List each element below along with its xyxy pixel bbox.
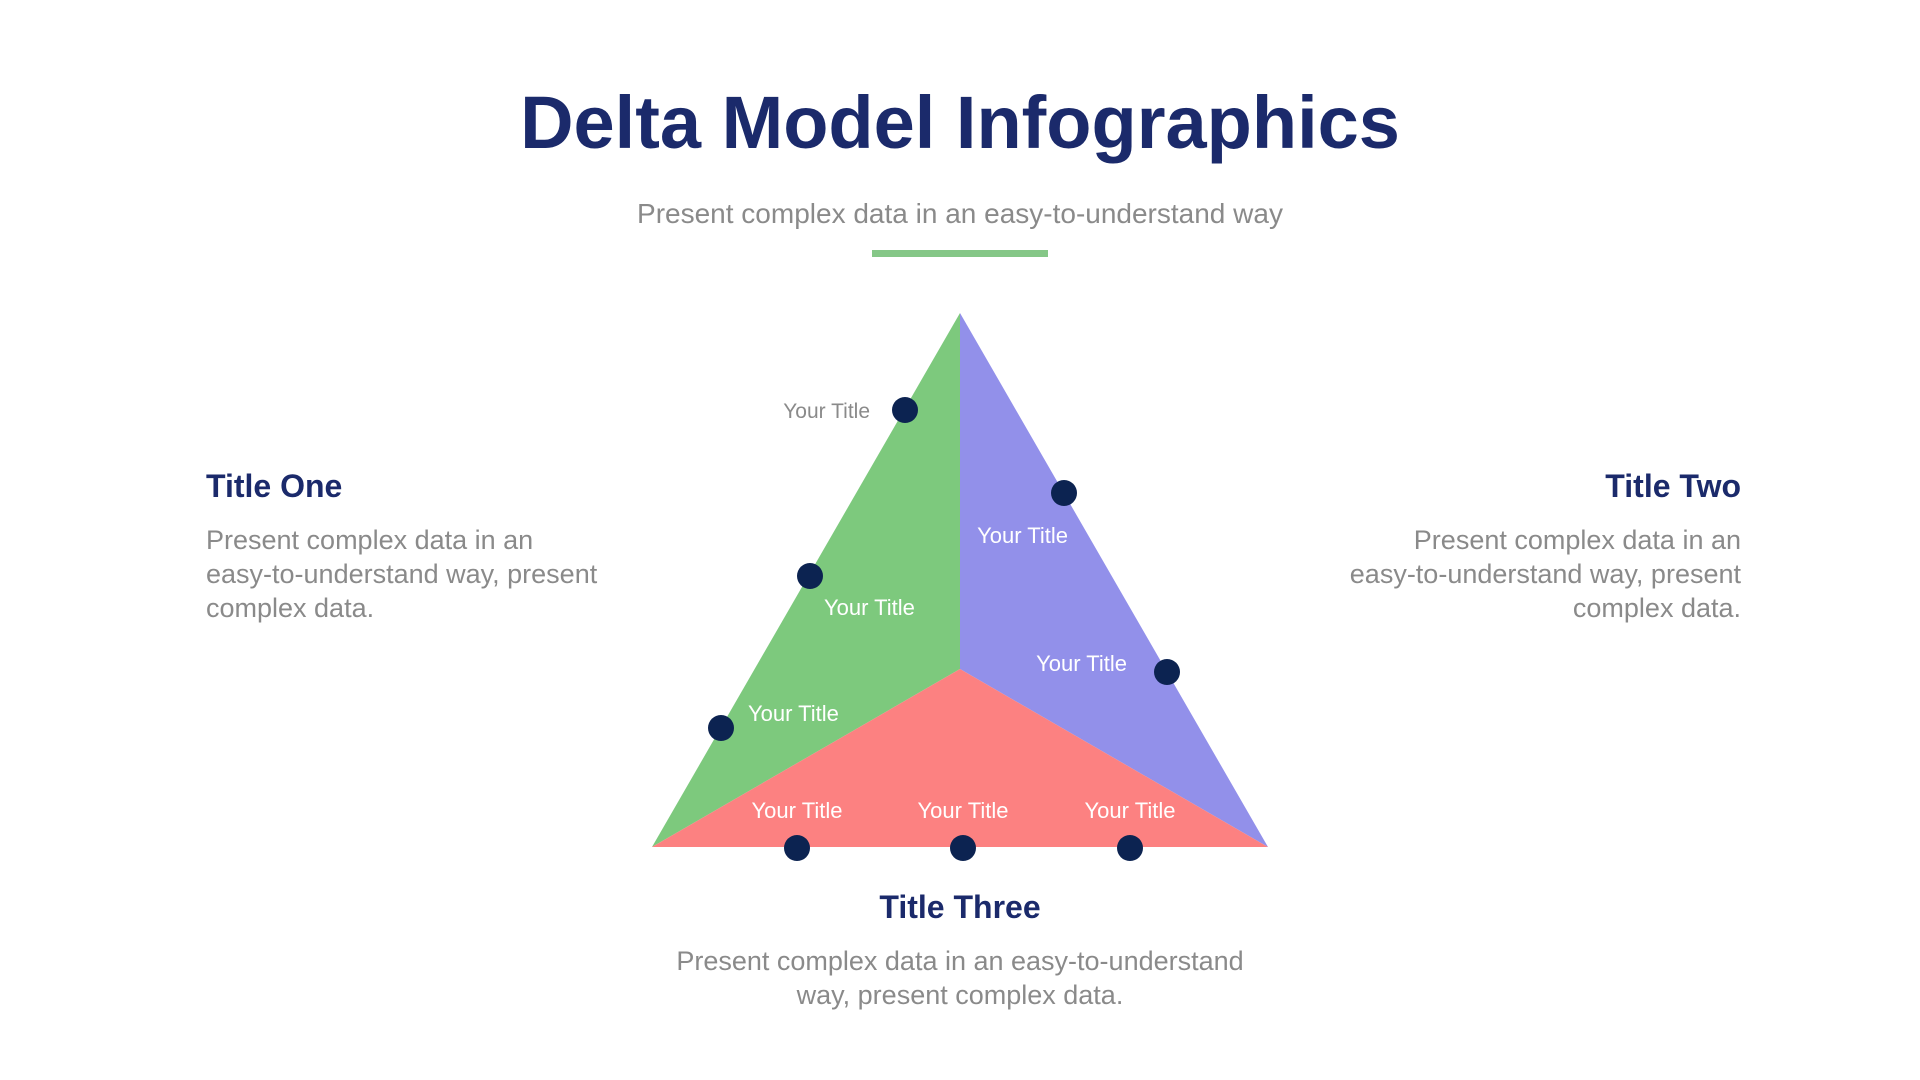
section-three-body-line-1: Present complex data in an easy-to-under…: [676, 946, 1244, 977]
marker-label-8: Your Title: [1084, 798, 1176, 823]
title-underline-divider: [872, 250, 1048, 257]
triangle-section-bottom-red: [652, 669, 1268, 847]
section-one-title: Title One: [206, 468, 343, 504]
section-three-title: Title Three: [879, 889, 1041, 925]
marker-dot-6: [784, 835, 810, 861]
section-two: Title Two Present complex data in an eas…: [1261, 467, 1741, 625]
section-one-body-line-1: Present complex data in an: [206, 525, 534, 556]
section-three-body: Present complex data in an easy-to-under…: [0, 944, 1920, 1012]
marker-dot-4: [1154, 659, 1180, 685]
marker-label-4: Your Title: [1036, 651, 1127, 676]
marker-dot-3: [797, 563, 823, 589]
marker-dot-8: [1117, 835, 1143, 861]
marker-dot-7: [950, 835, 976, 861]
page-subtitle: Present complex data in an easy-to-under…: [637, 198, 1283, 229]
section-two-body-line-3: complex data.: [1572, 593, 1741, 624]
marker-dot-1: [892, 397, 918, 423]
section-two-body-line-2: easy-to-understand way, present: [1349, 559, 1741, 590]
section-three-body-line-2: way, present complex data.: [796, 980, 1124, 1011]
section-one: Title One Present complex data in an eas…: [206, 467, 686, 625]
section-one-body-line-3: complex data.: [206, 593, 375, 624]
marker-label-1: Your Title: [783, 400, 870, 423]
section-two-body-line-1: Present complex data in an: [1413, 525, 1741, 556]
marker-label-3: Your Title: [824, 595, 915, 620]
marker-label-6: Your Title: [751, 798, 843, 823]
section-one-body: Present complex data in an easy-to-under…: [206, 523, 686, 625]
section-three: Title Three Present complex data in an e…: [0, 888, 1920, 1012]
marker-dot-5: [708, 715, 734, 741]
marker-label-5: Your Title: [748, 701, 839, 726]
page-title: Delta Model Infographics: [520, 81, 1400, 164]
marker-dot-2: [1051, 480, 1077, 506]
section-one-body-line-2: easy-to-understand way, present: [206, 559, 598, 590]
section-two-body: Present complex data in an easy-to-under…: [1261, 523, 1741, 625]
marker-label-2: Your Title: [977, 523, 1068, 548]
section-two-title: Title Two: [1605, 468, 1741, 504]
marker-label-7: Your Title: [917, 798, 1009, 823]
